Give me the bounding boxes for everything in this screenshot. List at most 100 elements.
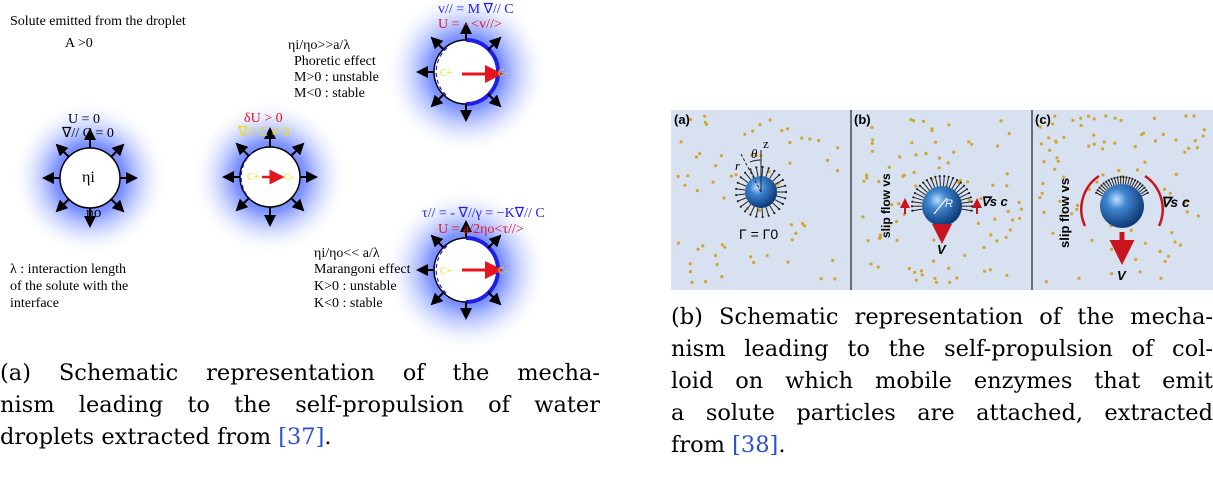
solute-dot bbox=[780, 128, 784, 133]
solute-dot bbox=[1070, 212, 1074, 216]
solute-dot bbox=[1195, 146, 1199, 150]
solute-dot bbox=[963, 253, 967, 257]
enzyme-bristle bbox=[961, 208, 972, 212]
solute-dot bbox=[729, 174, 733, 178]
solute-dot bbox=[757, 208, 761, 212]
solute-dot bbox=[1184, 114, 1188, 118]
figure-b-graphics bbox=[671, 110, 1213, 290]
phoretic-ratio: ηi/ηo>>a/λ bbox=[288, 38, 351, 53]
caption-a-period: . bbox=[324, 424, 332, 450]
solute-dot bbox=[1119, 118, 1123, 123]
solute-dot bbox=[991, 183, 995, 187]
solute-dot bbox=[714, 253, 718, 258]
solute-dot bbox=[765, 254, 769, 258]
solute-dot bbox=[703, 120, 707, 124]
solute-dot bbox=[1113, 116, 1117, 120]
enzyme-head bbox=[755, 215, 758, 218]
solute-dot bbox=[958, 179, 963, 183]
solute-dot bbox=[1138, 270, 1142, 274]
solute-dot bbox=[1102, 140, 1106, 144]
caption-a-line-3: droplets extracted from [37]. bbox=[0, 421, 600, 453]
radius-label: R bbox=[945, 198, 953, 210]
enzyme-bristle bbox=[749, 169, 755, 178]
enzyme-head bbox=[739, 176, 742, 179]
enzyme-head bbox=[1145, 189, 1148, 192]
solute-dot bbox=[1168, 191, 1172, 195]
solute-dot bbox=[711, 180, 715, 184]
citation-38-link[interactable]: [38] bbox=[732, 432, 779, 458]
solute-dot bbox=[722, 196, 726, 200]
enzyme-bristle bbox=[736, 188, 746, 191]
marangoni-title: Marangoni effect bbox=[314, 262, 411, 277]
solute-dot bbox=[1077, 276, 1081, 280]
solute-dot bbox=[870, 149, 875, 153]
solute-dot bbox=[1174, 138, 1178, 142]
z-label: z bbox=[763, 136, 769, 151]
solute-dot bbox=[1064, 186, 1068, 190]
solute-dot bbox=[1104, 114, 1108, 118]
slip-flow-c: slip flow vs bbox=[1057, 177, 1072, 248]
enzyme-head bbox=[761, 165, 764, 169]
solute-dot bbox=[912, 170, 916, 174]
solute-dot bbox=[689, 117, 693, 122]
solute-dot bbox=[946, 161, 950, 165]
enzyme-head bbox=[1105, 180, 1108, 183]
solute-dot bbox=[1192, 114, 1196, 118]
solute-dot bbox=[698, 152, 702, 156]
solute-dot bbox=[1079, 123, 1083, 128]
solute-dot bbox=[1006, 209, 1010, 214]
solute-dot bbox=[1134, 257, 1138, 262]
enzyme-head bbox=[910, 205, 914, 208]
solute-dot bbox=[789, 223, 793, 227]
marangoni-u: U = a/2ηo<τ//> bbox=[438, 222, 524, 237]
lambda-line-3: interface bbox=[10, 296, 59, 311]
solute-dot bbox=[679, 140, 683, 144]
droplet-1 bbox=[12, 100, 168, 256]
enzyme-head bbox=[767, 214, 770, 217]
solute-dot bbox=[1005, 172, 1009, 176]
enzyme-bristle bbox=[926, 179, 933, 189]
solute-dot bbox=[1113, 141, 1117, 145]
solute-dot bbox=[1005, 184, 1009, 188]
caption-a-line-2: nism leading to the self-propulsion of w… bbox=[0, 392, 600, 418]
enzyme-head bbox=[970, 209, 973, 212]
solute-dot bbox=[948, 280, 952, 284]
enzyme-bristle bbox=[939, 176, 941, 187]
solute-dot bbox=[934, 140, 938, 144]
solute-dot bbox=[790, 238, 794, 242]
enzyme-bristle bbox=[1137, 185, 1143, 191]
caption-a-line-1: (a) Schematic representation of the mech… bbox=[0, 360, 600, 386]
solute-dot bbox=[983, 269, 987, 273]
caption-b: (b) Schematic representation of the mech… bbox=[671, 301, 1213, 461]
solute-dot bbox=[802, 224, 807, 228]
solute-dot bbox=[1090, 238, 1094, 242]
solute-dot bbox=[833, 277, 837, 281]
citation-37-link[interactable]: [37] bbox=[278, 424, 325, 450]
solute-dot bbox=[1055, 156, 1059, 160]
phoretic-unstable: M>0 : unstable bbox=[294, 70, 379, 85]
solute-dot bbox=[890, 203, 894, 207]
subpanel-b bbox=[900, 175, 982, 244]
solute-dot bbox=[887, 224, 891, 229]
enzyme-head bbox=[918, 184, 921, 187]
caption-b-line-5-text: from bbox=[671, 432, 733, 458]
solute-dot bbox=[1202, 128, 1206, 132]
solute-dot bbox=[1158, 249, 1162, 254]
enzyme-head bbox=[1143, 186, 1146, 189]
solute-dot bbox=[734, 173, 738, 177]
solute-dot bbox=[995, 144, 1000, 148]
solute-dot bbox=[1095, 180, 1099, 184]
enzyme-bristle bbox=[1101, 185, 1107, 191]
enzyme-head bbox=[1141, 184, 1144, 187]
solute-dot bbox=[982, 245, 986, 249]
solute-dot bbox=[817, 138, 821, 143]
solute-dot bbox=[907, 266, 911, 271]
solute-dot bbox=[878, 233, 882, 237]
enzyme-head bbox=[916, 188, 919, 191]
enzyme-head bbox=[744, 171, 747, 174]
solute-dot bbox=[701, 244, 705, 248]
solute-dot bbox=[1004, 235, 1008, 239]
solute-dot bbox=[1087, 144, 1091, 148]
solute-dot bbox=[898, 155, 902, 159]
enzyme-head bbox=[912, 196, 915, 199]
